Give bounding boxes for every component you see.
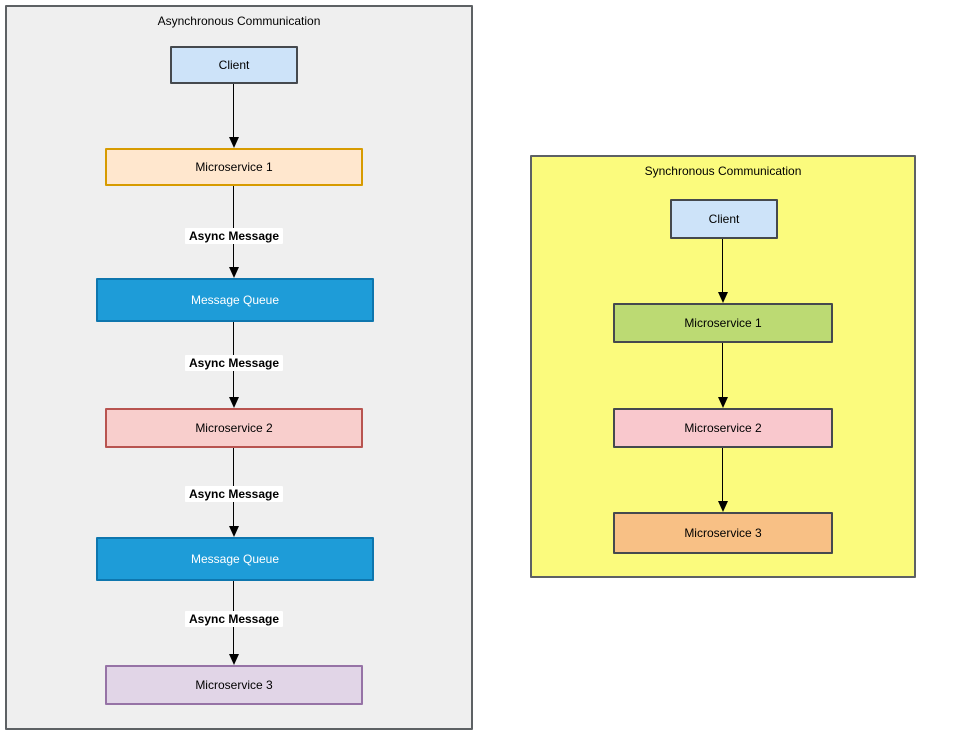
node-microservice-1-sync: Microservice 1 xyxy=(613,303,833,343)
arrow-microservice1-to-queue1 xyxy=(229,186,239,278)
sync-panel-title: Synchronous Communication xyxy=(644,164,802,178)
arrow-shaft xyxy=(722,239,723,294)
arrow-shaft xyxy=(233,84,234,139)
arrow-client-to-microservice1 xyxy=(229,84,239,148)
arrow-head-icon xyxy=(229,526,239,537)
async-communication-container: Asynchronous Communication Client Micros… xyxy=(5,5,473,730)
arrow-head-icon xyxy=(229,654,239,665)
edge-label-async-message-2: Async Message xyxy=(184,355,284,371)
arrow-head-icon xyxy=(718,292,728,303)
sync-communication-container: Synchronous Communication Client Microse… xyxy=(530,155,916,578)
arrow-head-icon xyxy=(718,397,728,408)
arrow-head-icon xyxy=(229,267,239,278)
edge-label-async-message-4: Async Message xyxy=(184,611,284,627)
node-message-queue-2: Message Queue xyxy=(96,537,374,581)
edge-label-async-message-1: Async Message xyxy=(184,228,284,244)
node-microservice-2-async: Microservice 2 xyxy=(105,408,363,448)
arrow-microservice2-to-microservice3-sync xyxy=(718,448,728,512)
node-client-sync: Client xyxy=(670,199,778,239)
arrow-microservice1-to-microservice2-sync xyxy=(718,343,728,408)
arrow-shaft xyxy=(722,343,723,399)
arrow-client-to-microservice1-sync xyxy=(718,239,728,303)
arrow-shaft xyxy=(722,448,723,503)
node-microservice-3-sync: Microservice 3 xyxy=(613,512,833,554)
node-message-queue-1: Message Queue xyxy=(96,278,374,322)
arrow-head-icon xyxy=(229,397,239,408)
async-panel-title: Asynchronous Communication xyxy=(157,14,321,28)
arrow-shaft xyxy=(233,186,234,269)
edge-label-async-message-3: Async Message xyxy=(184,486,284,502)
arrow-head-icon xyxy=(229,137,239,148)
arrow-head-icon xyxy=(718,501,728,512)
node-client-async: Client xyxy=(170,46,298,84)
node-microservice-1-async: Microservice 1 xyxy=(105,148,363,186)
node-microservice-2-sync: Microservice 2 xyxy=(613,408,833,448)
node-microservice-3-async: Microservice 3 xyxy=(105,665,363,705)
